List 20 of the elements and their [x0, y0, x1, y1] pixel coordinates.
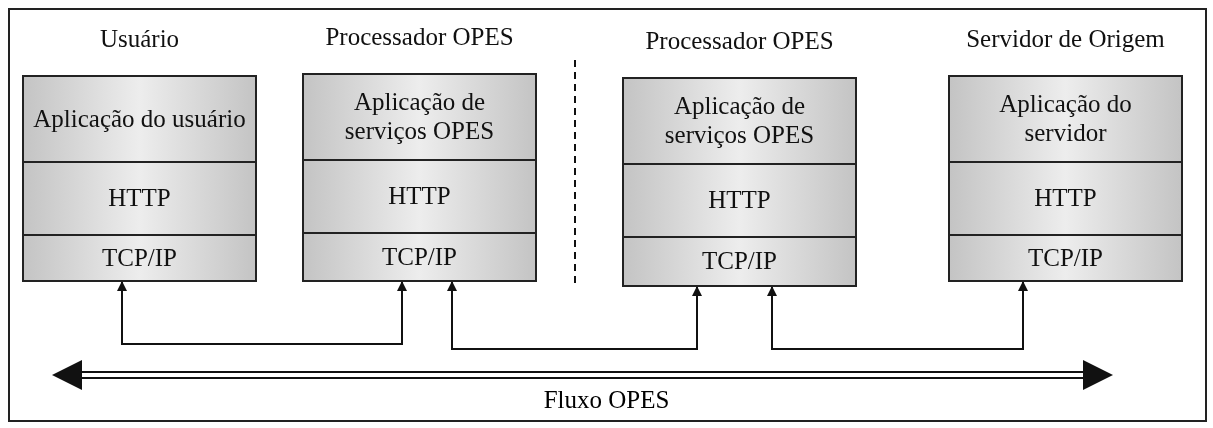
- protocol-layer: Aplicação do usuário: [22, 75, 257, 163]
- arrow: [117, 281, 407, 345]
- arrow: [447, 281, 702, 350]
- protocol-layer: TCP/IP: [22, 234, 257, 282]
- protocol-layer: TCP/IP: [302, 232, 537, 282]
- protocol-layer: Aplicação do servidor: [948, 75, 1183, 163]
- protocol-layer: HTTP: [302, 159, 537, 234]
- protocol-layer: Aplicação de serviços OPES: [622, 77, 857, 165]
- protocol-layer: HTTP: [622, 163, 857, 238]
- stack-heading: Processador OPES: [324, 23, 515, 51]
- stack-heading: Servidor de Origem: [965, 25, 1166, 53]
- protocol-layer: TCP/IP: [622, 236, 857, 287]
- protocol-layer: HTTP: [948, 161, 1183, 236]
- protocol-layer: Aplicação de serviços OPES: [302, 73, 537, 161]
- arrow: [767, 281, 1028, 350]
- stack-heading: Processador OPES: [644, 27, 835, 55]
- protocol-layer: HTTP: [22, 161, 257, 236]
- stack-heading: Usuário: [98, 25, 181, 53]
- protocol-layer: TCP/IP: [948, 234, 1183, 282]
- flow-label: Fluxo OPES: [543, 386, 670, 414]
